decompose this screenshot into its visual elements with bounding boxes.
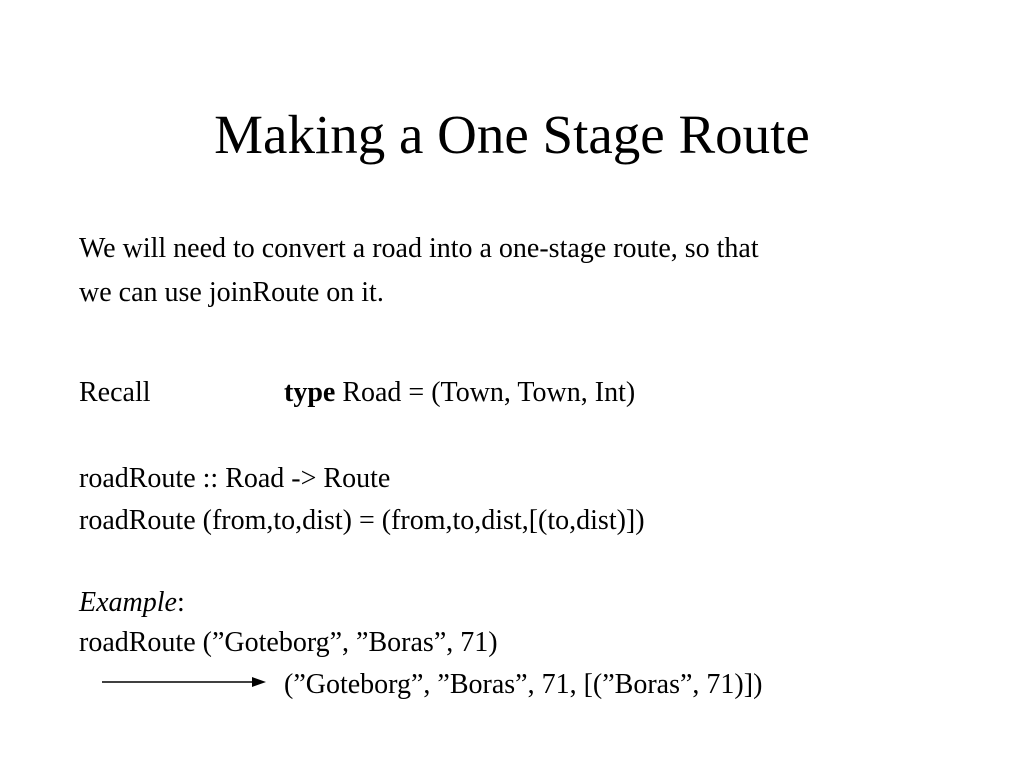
- example-result: (”Goteborg”, ”Boras”, 71, [(”Boras”, 71)…: [284, 669, 763, 700]
- road-route-definition: roadRoute (from,to,dist) = (from,to,dist…: [79, 505, 645, 536]
- intro-line-1: We will need to convert a road into a on…: [79, 233, 759, 264]
- example-label-text: Example: [79, 587, 177, 618]
- road-type-definition: Road = (Town, Town, Int): [335, 377, 636, 408]
- type-keyword: type: [284, 377, 336, 408]
- example-label-colon: :: [176, 587, 185, 618]
- intro-line-2: we can use joinRoute on it.: [79, 277, 384, 308]
- recall-type-definition: type Road = (Town, Town, Int): [284, 376, 635, 410]
- recall-label: Recall: [79, 377, 151, 408]
- example-label: Example:: [79, 586, 185, 620]
- right-arrow-icon: [102, 677, 266, 687]
- slide-title: Making a One Stage Route: [214, 104, 810, 165]
- example-call: roadRoute (”Goteborg”, ”Boras”, 71): [79, 627, 498, 658]
- road-route-signature: roadRoute :: Road -> Route: [79, 463, 391, 494]
